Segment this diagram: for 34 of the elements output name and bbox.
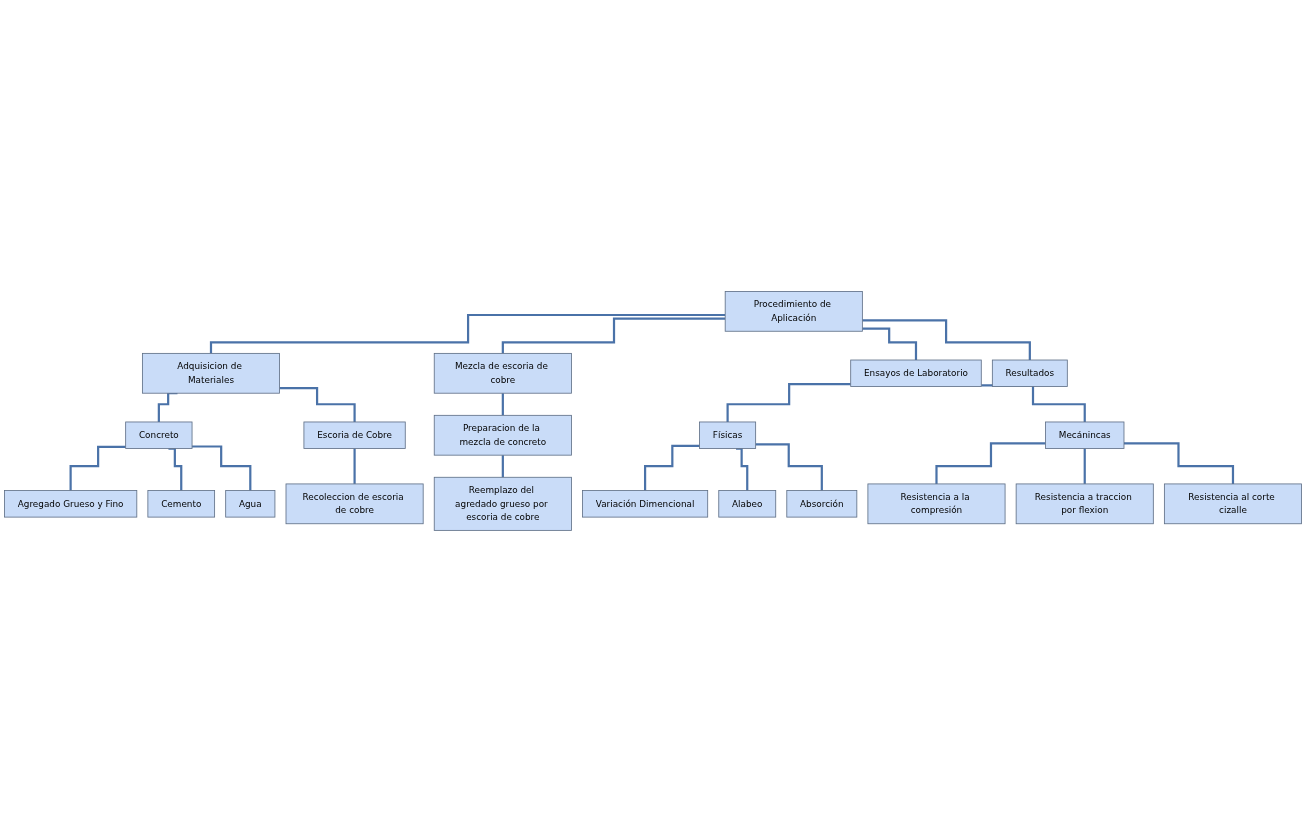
node-box: Variación Dimencional (582, 489, 709, 518)
connector (1124, 441, 1235, 485)
node-box: Físicas (699, 421, 757, 449)
connector (862, 327, 918, 361)
connector (862, 318, 1031, 361)
node-box: Mezcla de escoria de cobre (433, 352, 572, 394)
connector (935, 441, 1046, 485)
node-box: Resistencia a traccion por flexion (1015, 483, 1154, 524)
connector (279, 386, 356, 423)
node-box: Resistencia a la compresión (867, 483, 1006, 524)
connector (644, 444, 700, 492)
node-box: Adquisicion de Materiales (142, 352, 280, 394)
node-box: Absorción (786, 489, 858, 518)
connector (726, 382, 851, 423)
node-box: Reemplazo del agredado grueso por escoria de cobre (433, 476, 572, 531)
node-box: Procedimiento de Aplicación (724, 290, 863, 332)
node-box: Cemento (147, 489, 216, 518)
node-box: Agua (225, 489, 276, 518)
node-box: Ensayos de Laboratorio (850, 359, 982, 387)
node-box: Resultados (991, 359, 1068, 387)
node-box: Agregado Grueso y Fino (4, 489, 138, 518)
connector (1083, 447, 1086, 485)
node-box: Mecánincas (1045, 421, 1125, 449)
connector (69, 445, 126, 492)
node-box: Escoria de Cobre (303, 421, 406, 449)
node-box: Preparacion de la mezcla de concreto (433, 414, 572, 456)
connector (353, 447, 356, 485)
node-box: Resistencia al corte cizalle (1163, 483, 1302, 524)
node-box: Concreto (125, 421, 193, 449)
node-box: Recoleccion de escoria de cobre (285, 483, 424, 524)
node-box: Alabeo (718, 489, 777, 518)
connector (755, 442, 823, 492)
connector (501, 453, 504, 478)
connector (192, 444, 252, 492)
